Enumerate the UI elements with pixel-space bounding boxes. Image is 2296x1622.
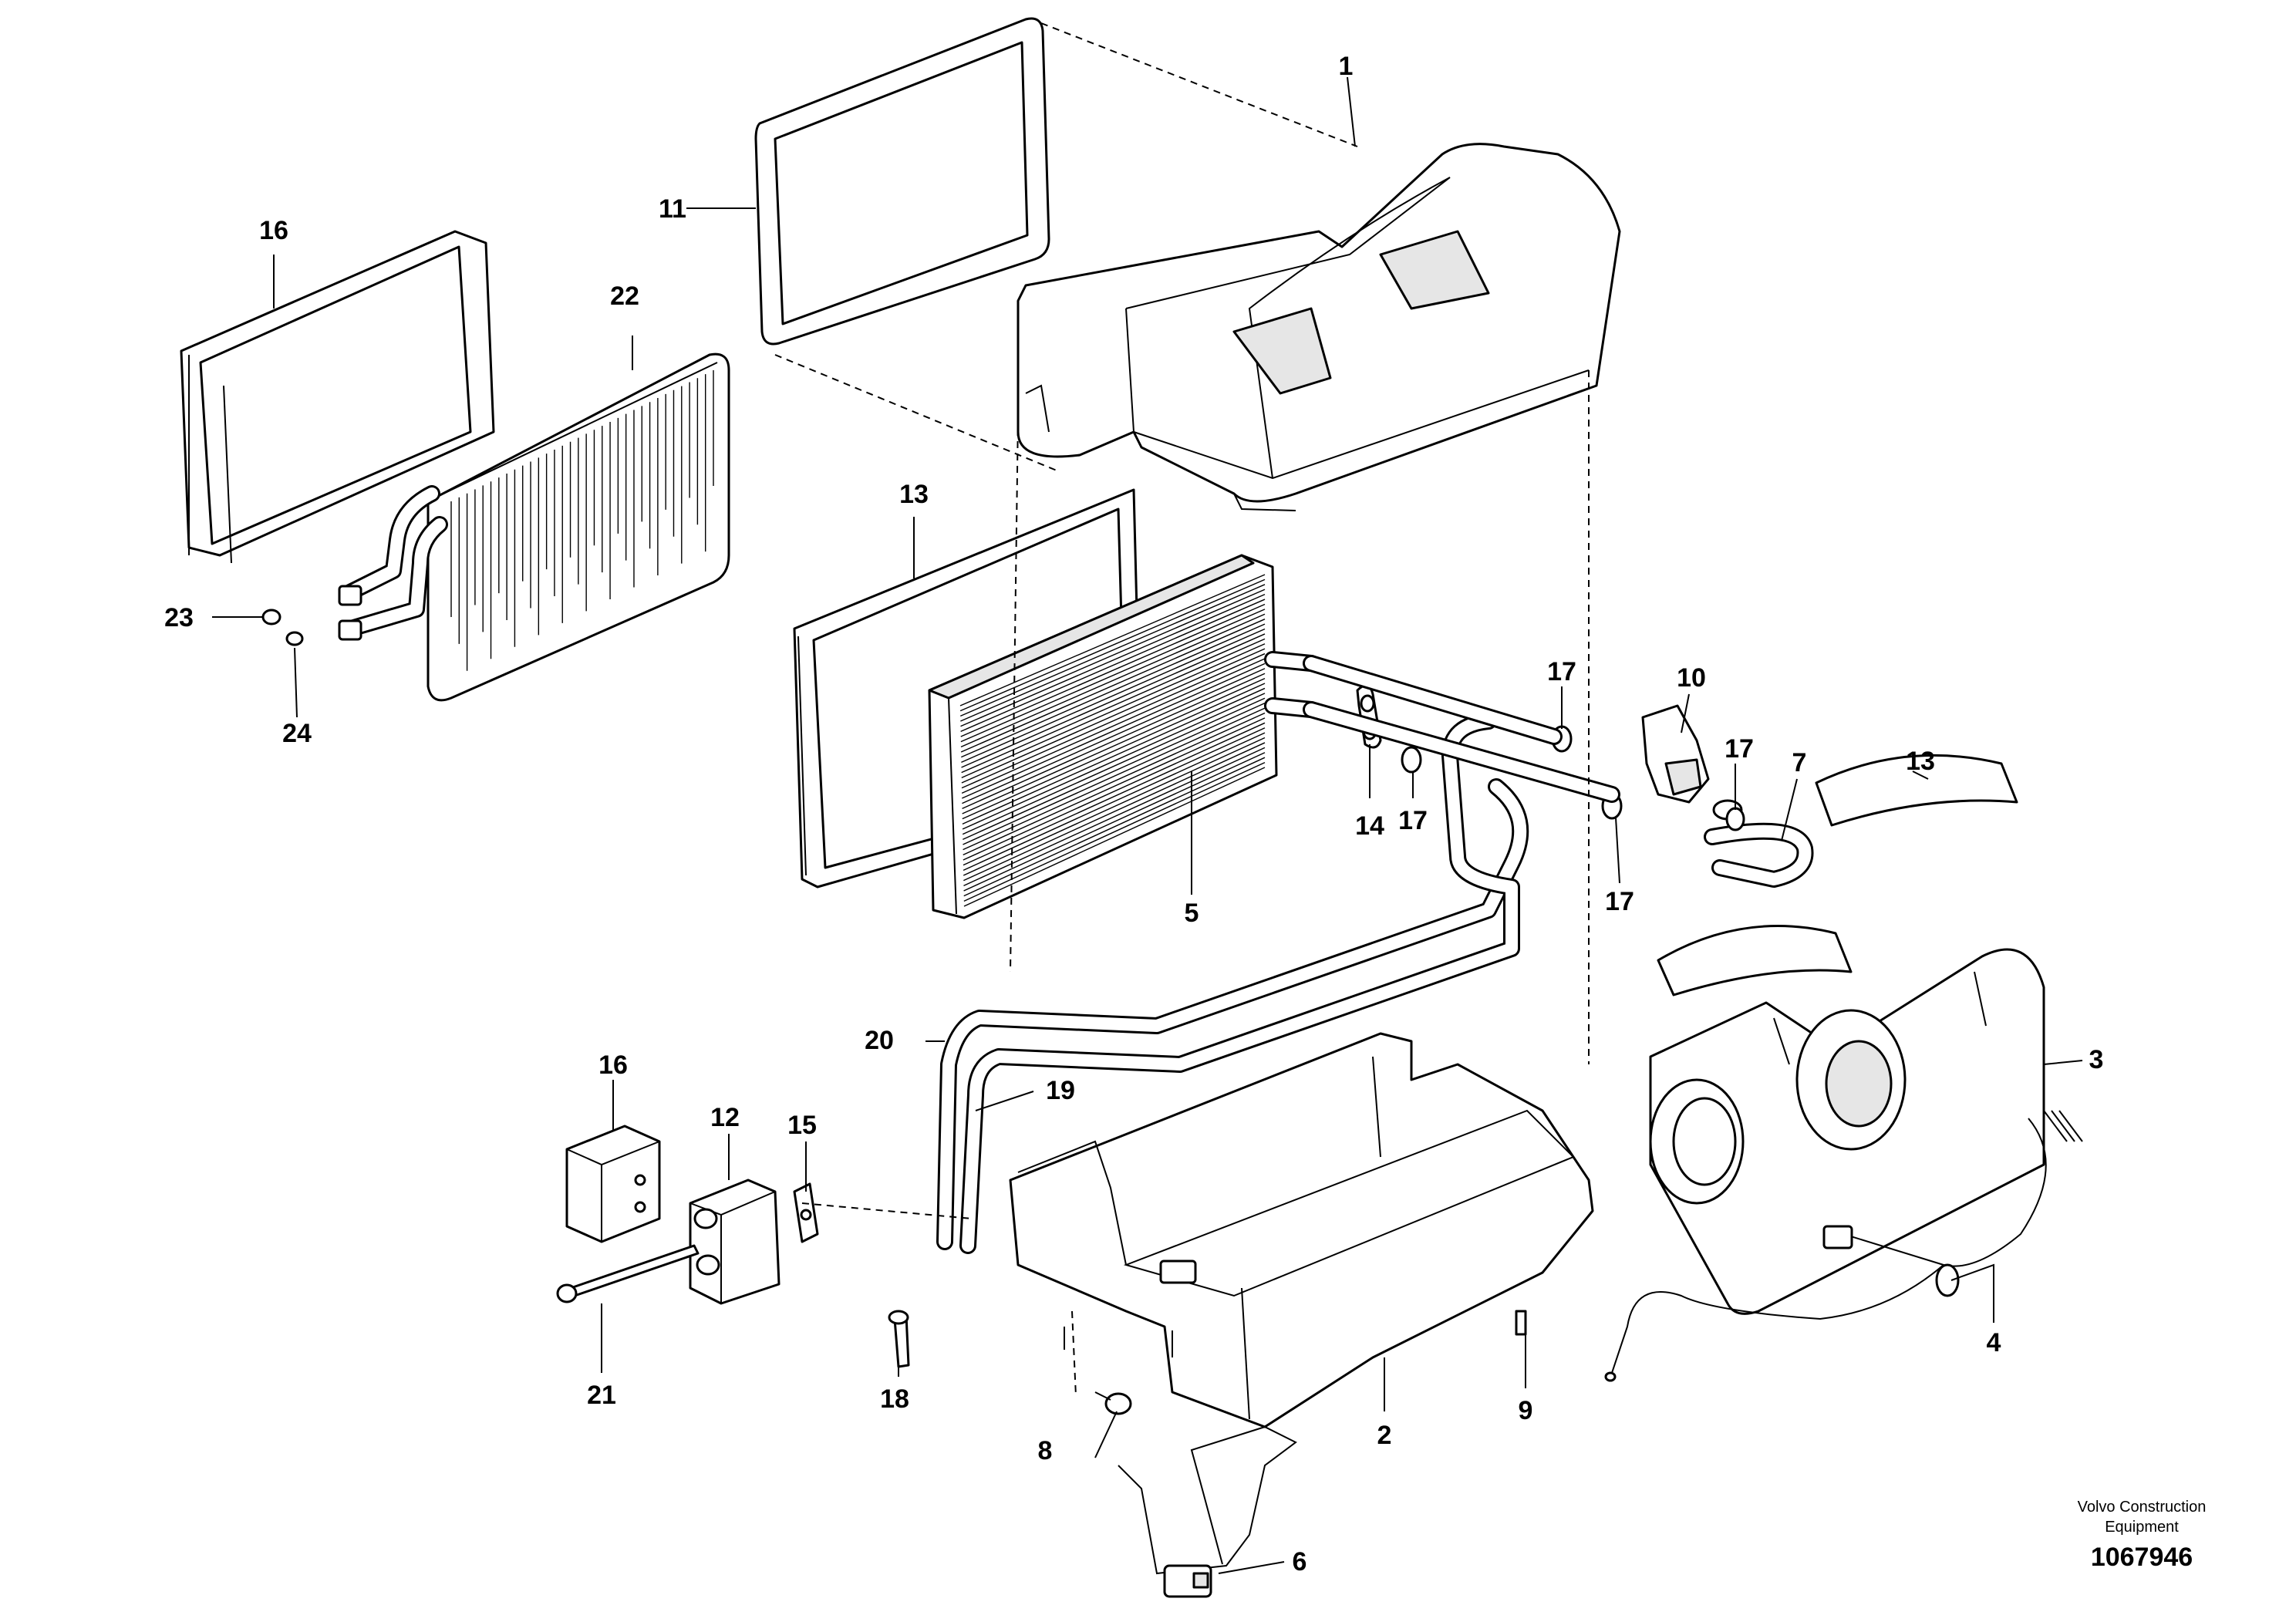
callout-labels: 1 2 3 4 5 6 7 8 9 10 11 12 13 13 14 15 1… (164, 52, 2103, 1576)
callout-2: 2 (1377, 1421, 1392, 1450)
part-16-block (565, 1125, 661, 1243)
part-22-evaporator (426, 352, 730, 702)
callout-17-d: 17 (1605, 887, 1634, 916)
callout-1: 1 (1339, 52, 1354, 81)
part-22-evaporator-pipes (338, 485, 448, 641)
part-21-bolt (556, 1244, 700, 1303)
part-2-lower-housing (1009, 1032, 1594, 1428)
callout-7: 7 (1792, 748, 1807, 777)
part-18-screw (888, 1310, 910, 1368)
callout-9: 9 (1519, 1396, 1533, 1425)
callout-17-c: 17 (1725, 734, 1754, 764)
callout-3: 3 (2089, 1045, 2104, 1074)
callout-11: 11 (659, 194, 686, 224)
callout-12: 12 (710, 1103, 740, 1132)
part-1-cover (1017, 143, 1621, 511)
callout-17-b: 17 (1398, 806, 1428, 835)
callout-23: 23 (164, 603, 194, 632)
part-8-screw (1094, 1391, 1132, 1415)
assembly-lines (774, 22, 1590, 1397)
part-19-hose (959, 713, 1520, 1254)
part-12-expansion-valve (689, 1179, 781, 1305)
part-13-covers (1657, 754, 2018, 996)
callout-4: 4 (1987, 1328, 2001, 1357)
callout-22: 22 (610, 282, 639, 311)
part-24-o-ring (285, 631, 304, 646)
callout-16-lower: 16 (598, 1050, 628, 1080)
callout-13-upper: 13 (899, 480, 929, 509)
credit-line-1: Volvo Construction (2078, 1499, 2207, 1516)
callout-16-upper: 16 (259, 216, 288, 245)
part-3-blower-unit (1649, 948, 2045, 1315)
part-7-hose (1704, 822, 1814, 888)
credit-line-2: Equipment (2105, 1519, 2179, 1536)
part-23-o-ring (261, 609, 282, 626)
title-block: Volvo Construction Equipment 1067946 (2078, 1499, 2207, 1572)
part-15-bracket (793, 1182, 819, 1243)
document-number: 1067946 (2091, 1543, 2193, 1572)
part-4-harness (1604, 1110, 2083, 1382)
callout-21: 21 (587, 1381, 616, 1410)
callout-24: 24 (282, 719, 312, 748)
callout-15: 15 (787, 1111, 817, 1140)
callout-17-a: 17 (1547, 657, 1576, 686)
callout-19: 19 (1046, 1076, 1075, 1105)
callout-5: 5 (1185, 899, 1199, 928)
leader-lines (212, 76, 2083, 1574)
part-16-filter-frame (180, 230, 495, 564)
part-6-sensor (1118, 1425, 1297, 1598)
callout-13-right: 13 (1906, 747, 1935, 776)
callout-18: 18 (880, 1384, 909, 1414)
callout-14: 14 (1355, 811, 1384, 841)
callout-6: 6 (1293, 1547, 1307, 1576)
callout-8: 8 (1038, 1436, 1053, 1465)
callout-10: 10 (1677, 663, 1706, 693)
part-11-gasket (754, 17, 1050, 346)
part-5-heater-core (928, 554, 1278, 919)
callout-20: 20 (865, 1026, 894, 1055)
